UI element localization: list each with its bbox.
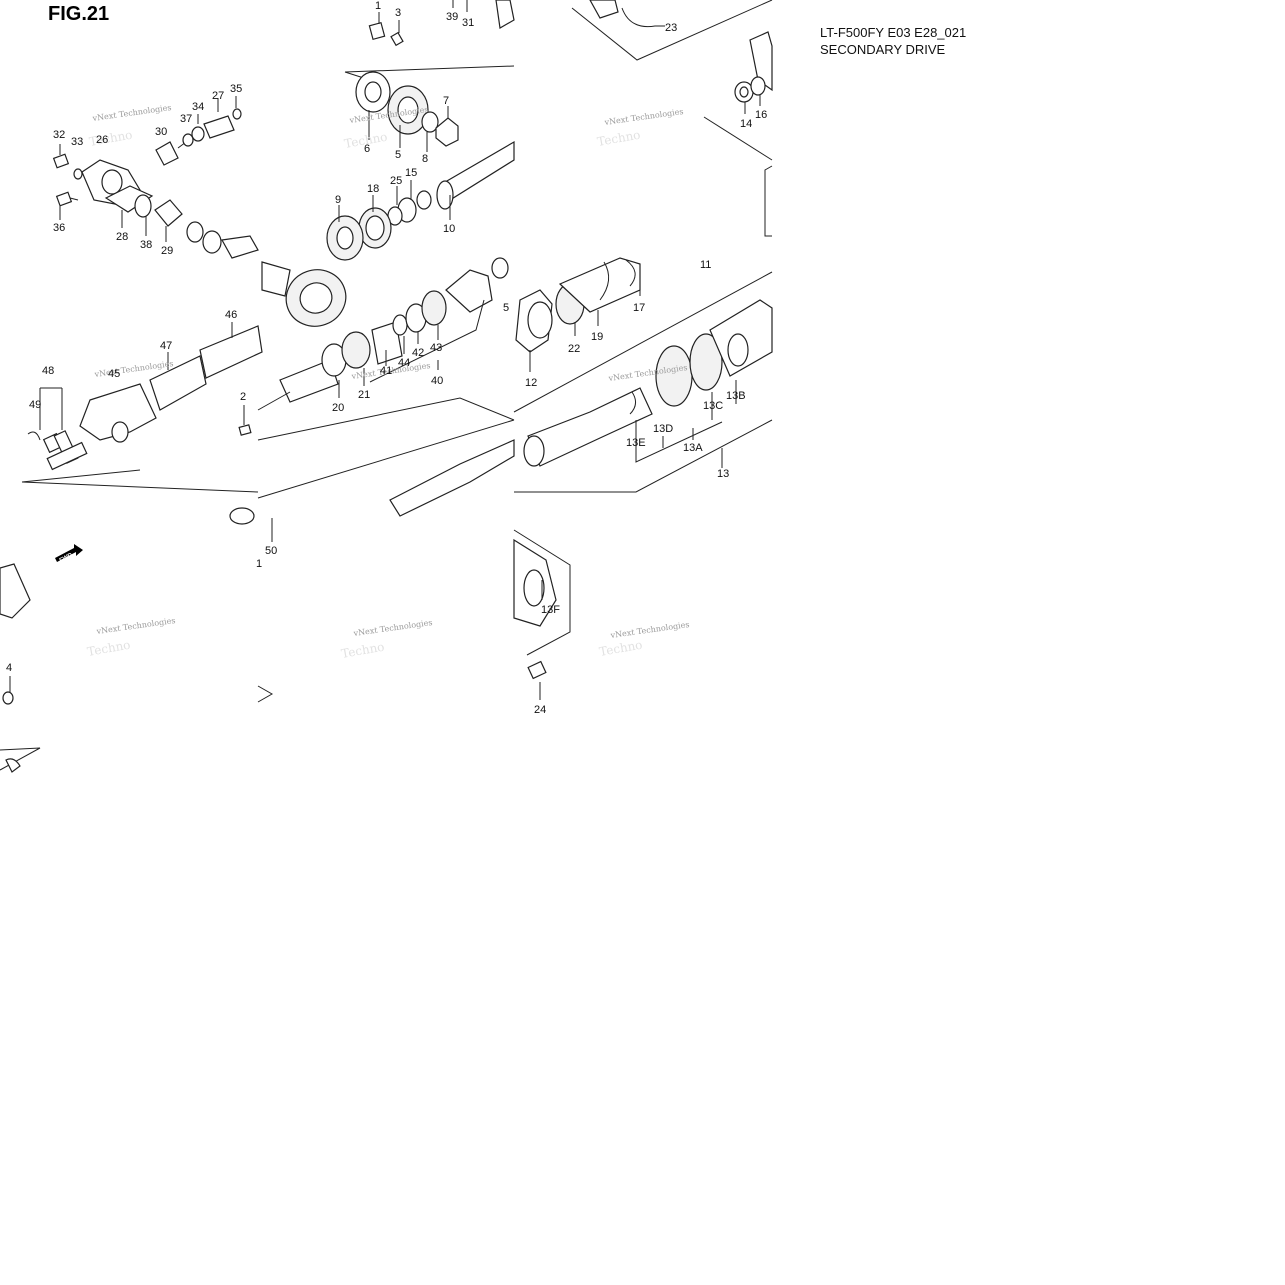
part-label: 13E <box>626 437 646 449</box>
part-label: 15 <box>405 167 417 179</box>
model-code-caption: LT-F500FY E03 E28_021 <box>820 25 967 40</box>
panel-frames <box>0 0 773 771</box>
part-label: 32 <box>53 129 65 141</box>
watermark-text: vNext Technologies <box>352 618 433 638</box>
part-label: 19 <box>591 331 603 343</box>
part-label: 6 <box>364 143 370 155</box>
part-label: 17 <box>633 302 645 314</box>
parts-middle-shaft <box>79 257 509 443</box>
fwd-arrow-icon: FWD <box>55 544 83 564</box>
part-label: 14 <box>740 118 752 130</box>
watermark-text: vNext Technologies <box>91 103 172 123</box>
part-label: 45 <box>108 368 120 380</box>
part-label: 21 <box>358 389 370 401</box>
part-label: 24 <box>534 704 546 716</box>
watermark-text: Techno <box>596 128 641 149</box>
part-label: 28 <box>116 231 128 243</box>
part-label: 49 <box>29 399 41 411</box>
part-label: 44 <box>398 357 410 369</box>
part-label: 25 <box>390 175 402 187</box>
part-label: 2 <box>240 391 246 403</box>
parts-left-upper <box>52 96 259 259</box>
parts-universal-joint <box>27 387 88 471</box>
watermark-text: Techno <box>88 128 133 149</box>
parts-lower-shaft <box>229 439 515 542</box>
figure-title: FIG.21 <box>48 3 110 25</box>
part-label: 1 <box>256 558 262 570</box>
part-label: 48 <box>42 365 54 377</box>
part-label: 37 <box>180 113 192 125</box>
part-label: 13F <box>541 604 560 616</box>
part-label: 13B <box>726 390 746 402</box>
part-label: 13A <box>683 442 703 454</box>
parts-bevel-gear-upper <box>326 71 515 261</box>
part-label: 18 <box>367 183 379 195</box>
part-label: 42 <box>412 347 424 359</box>
part-label: 22 <box>568 343 580 355</box>
watermark-text: Techno <box>598 638 643 659</box>
part-label: 8 <box>422 153 428 165</box>
part-labels: 1 3 39 31 23 7 6 5 8 14 16 35 27 34 37 3… <box>6 0 767 716</box>
part-label: 5 <box>503 302 509 314</box>
part-label: 30 <box>155 126 167 138</box>
part-label: 40 <box>431 375 443 387</box>
part-label: 23 <box>665 22 677 34</box>
part-label: 36 <box>53 222 65 234</box>
part-label: 12 <box>525 377 537 389</box>
parts-bottom-left: FWD <box>0 544 83 773</box>
part-label: 33 <box>71 136 83 148</box>
part-label: 5 <box>395 149 401 161</box>
parts-right-shaft <box>515 257 773 468</box>
part-label: 26 <box>96 134 108 146</box>
part-label: 16 <box>755 109 767 121</box>
part-label: 13D <box>653 423 673 435</box>
part-label: 9 <box>335 194 341 206</box>
part-label: 27 <box>212 90 224 102</box>
parts-top-center <box>368 0 515 47</box>
part-label: 38 <box>140 239 152 251</box>
part-label: 13 <box>717 468 729 480</box>
part-label: 11 <box>700 259 711 271</box>
watermark-text: Techno <box>340 640 385 661</box>
part-label: 29 <box>161 245 173 257</box>
part-label: 46 <box>225 309 237 321</box>
part-label: 20 <box>332 402 344 414</box>
part-label: 34 <box>192 101 204 113</box>
watermark-text: Techno <box>86 638 131 659</box>
part-label: 7 <box>443 95 449 107</box>
watermark-text: vNext Technologies <box>609 620 690 640</box>
part-label: 4 <box>6 662 12 674</box>
watermark-text: vNext Technologies <box>95 616 176 636</box>
part-label: 50 <box>265 545 277 557</box>
part-label: 39 <box>446 11 458 23</box>
part-label: 3 <box>395 7 401 19</box>
watermark-text: vNext Technologies <box>603 107 684 127</box>
part-label: 41 <box>380 365 392 377</box>
parts-bottom-right <box>513 538 557 700</box>
parts-upper-right <box>589 0 773 114</box>
section-name-caption: SECONDARY DRIVE <box>820 42 946 57</box>
part-label: 47 <box>160 340 172 352</box>
part-label: 1 <box>375 0 381 12</box>
part-label: 13C <box>703 400 723 412</box>
part-label: 10 <box>443 223 455 235</box>
part-label: 31 <box>462 17 474 29</box>
part-label: 43 <box>430 342 442 354</box>
part-label: 35 <box>230 83 242 95</box>
